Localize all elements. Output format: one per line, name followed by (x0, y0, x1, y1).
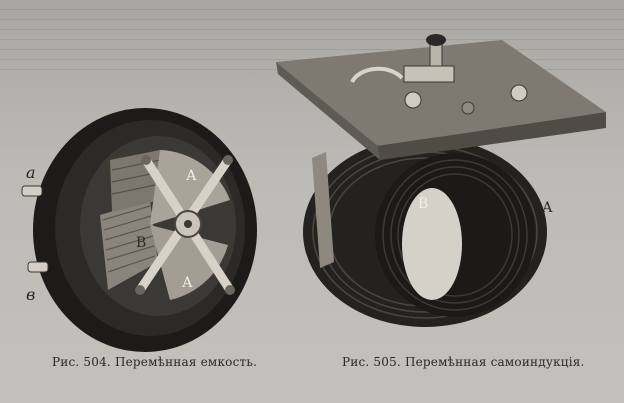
terminal-a (21, 185, 43, 197)
mounting-board-side (276, 62, 380, 160)
slide-mechanism (403, 65, 455, 83)
scale-arc (350, 66, 404, 84)
support-bar (312, 152, 334, 268)
label-terminal-bottom: в (26, 285, 35, 304)
mounting-board-edge (378, 112, 606, 160)
figure-505-variometer: В А (276, 34, 606, 327)
caption-figure-505: Рис. 505. Перемѣнная самоиндукція. (342, 355, 585, 369)
caption-figure-504: Рис. 504. Перемѣнная емкость. (52, 355, 258, 369)
label-terminal-top: а (26, 163, 36, 182)
board-screw (461, 101, 475, 115)
label-outer-coil: А (542, 200, 553, 216)
spoke-bolt (135, 285, 145, 295)
terminal-b (27, 261, 49, 273)
spoke-bolt (225, 285, 235, 295)
binding-post-right (510, 84, 528, 102)
figure-504-capacitor: А А В а в (21, 108, 257, 352)
movable-plate-top (150, 150, 230, 225)
label-inner-coil: В (418, 196, 428, 212)
binding-post-left (404, 91, 422, 109)
label-plate-left: В (136, 235, 146, 251)
label-plate-bottom: А (182, 275, 193, 291)
spoke-bolt (141, 155, 151, 165)
spoke-bolt (223, 155, 233, 165)
mounting-board (276, 40, 606, 146)
label-plate-top: А (186, 168, 197, 184)
adjustment-knob (426, 34, 446, 46)
inner-coil-windings (382, 159, 528, 311)
coil-opening (402, 188, 462, 300)
center-screw (184, 220, 192, 228)
